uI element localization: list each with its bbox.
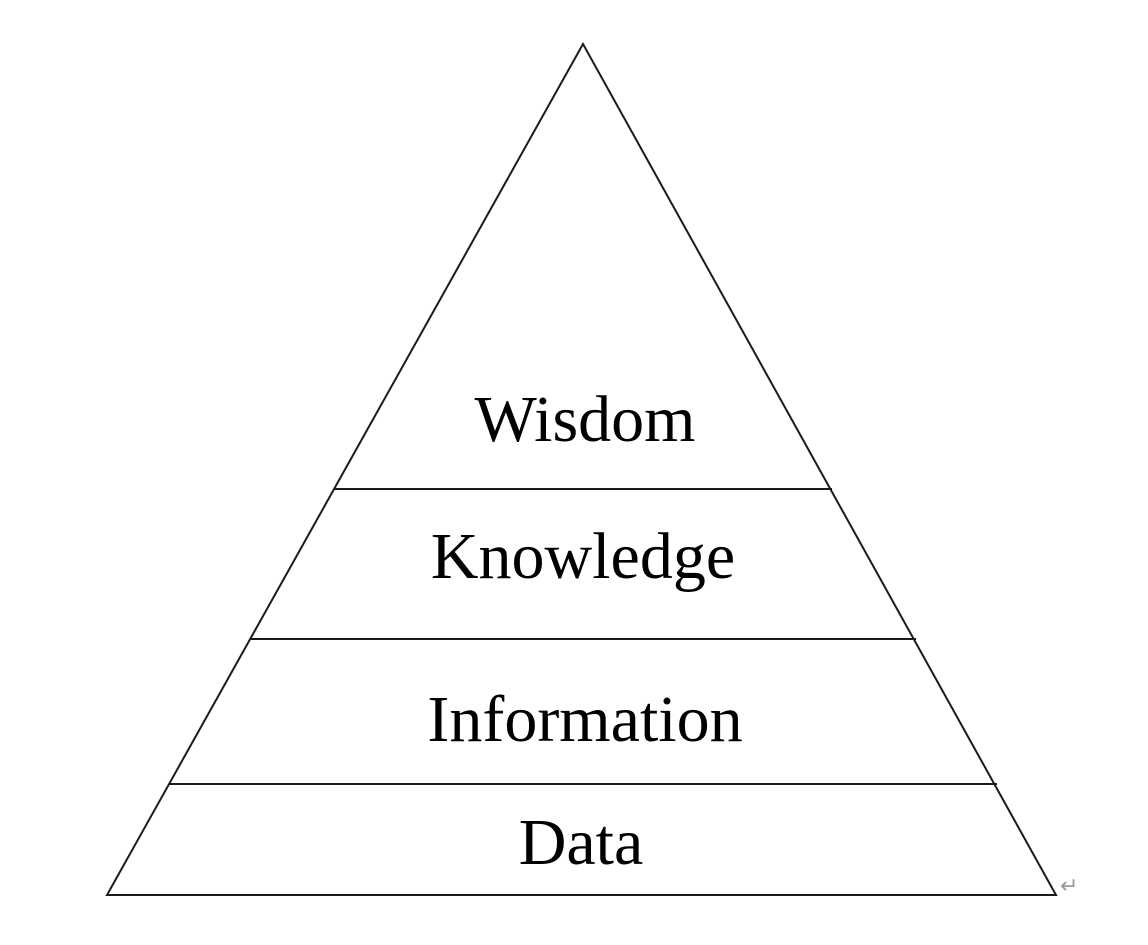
pyramid-outline bbox=[105, 41, 1058, 896]
paragraph-mark-icon: ↵ bbox=[1060, 874, 1078, 899]
level-label-knowledge: Knowledge bbox=[431, 520, 735, 593]
level-label-data: Data bbox=[519, 806, 644, 879]
level-label-wisdom: Wisdom bbox=[474, 383, 695, 456]
level-label-information: Information bbox=[427, 683, 742, 756]
